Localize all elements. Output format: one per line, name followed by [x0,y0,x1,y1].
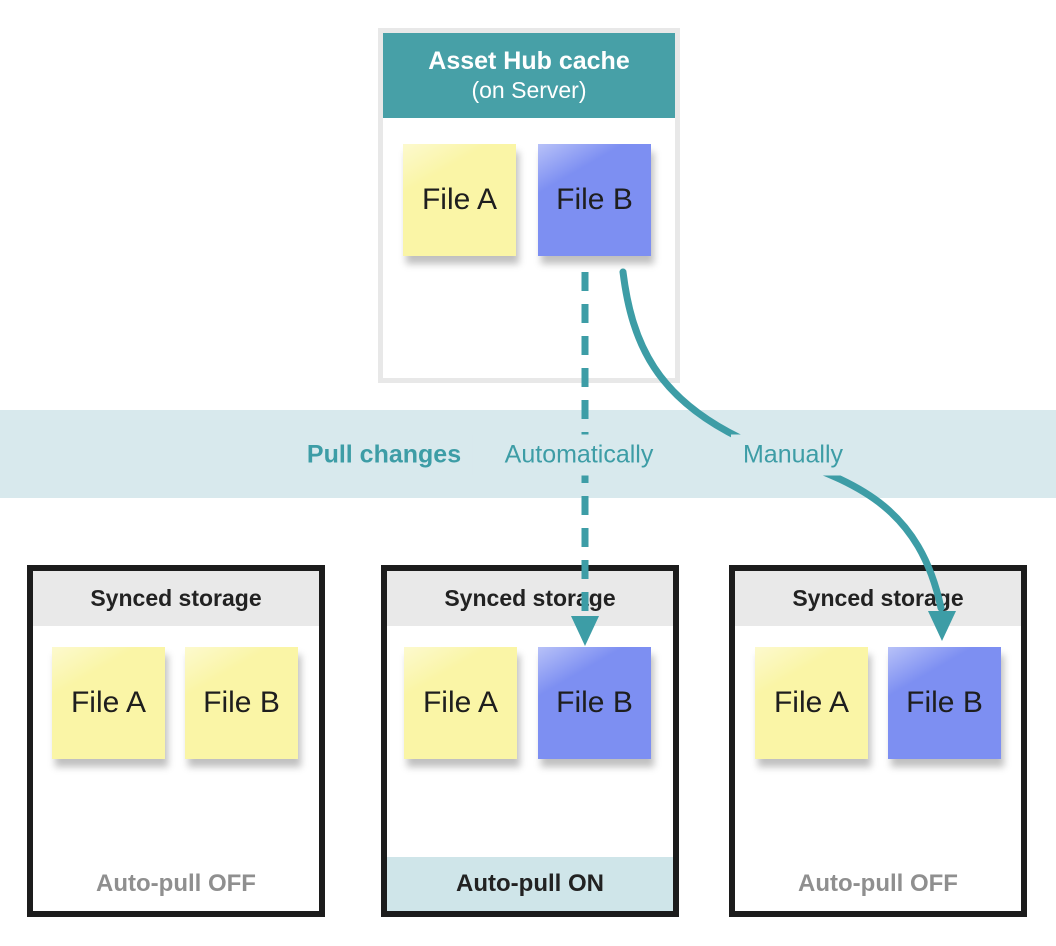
automatically-label: Automatically [492,434,666,476]
right-file-b-sticky: File B [888,647,1001,759]
server-file-b-sticky: File B [538,144,651,256]
asset-hub-cache-subtitle: (on Server) [471,77,587,104]
left-file-a-sticky: File A [52,647,165,759]
asset-hub-cache-title: Asset Hub cache [428,46,630,75]
auto-pull-status: Auto-pull ON [387,857,673,911]
pull-changes-label: Pull changes [294,434,474,476]
left-file-b-sticky: File B [185,647,298,759]
right-file-a-sticky: File A [755,647,868,759]
synced-storage-header: Synced storage [387,571,673,626]
synced-storage-header: Synced storage [33,571,319,626]
synced-storage-header: Synced storage [735,571,1021,626]
server-file-a-sticky: File A [403,144,516,256]
auto-pull-status: Auto-pull OFF [96,870,256,897]
middle-file-a-sticky: File A [404,647,517,759]
asset-hub-cache-header: Asset Hub cache (on Server) [383,33,675,118]
manually-label: Manually [730,434,856,476]
auto-pull-status: Auto-pull OFF [798,870,958,897]
middle-file-b-sticky: File B [538,647,651,759]
